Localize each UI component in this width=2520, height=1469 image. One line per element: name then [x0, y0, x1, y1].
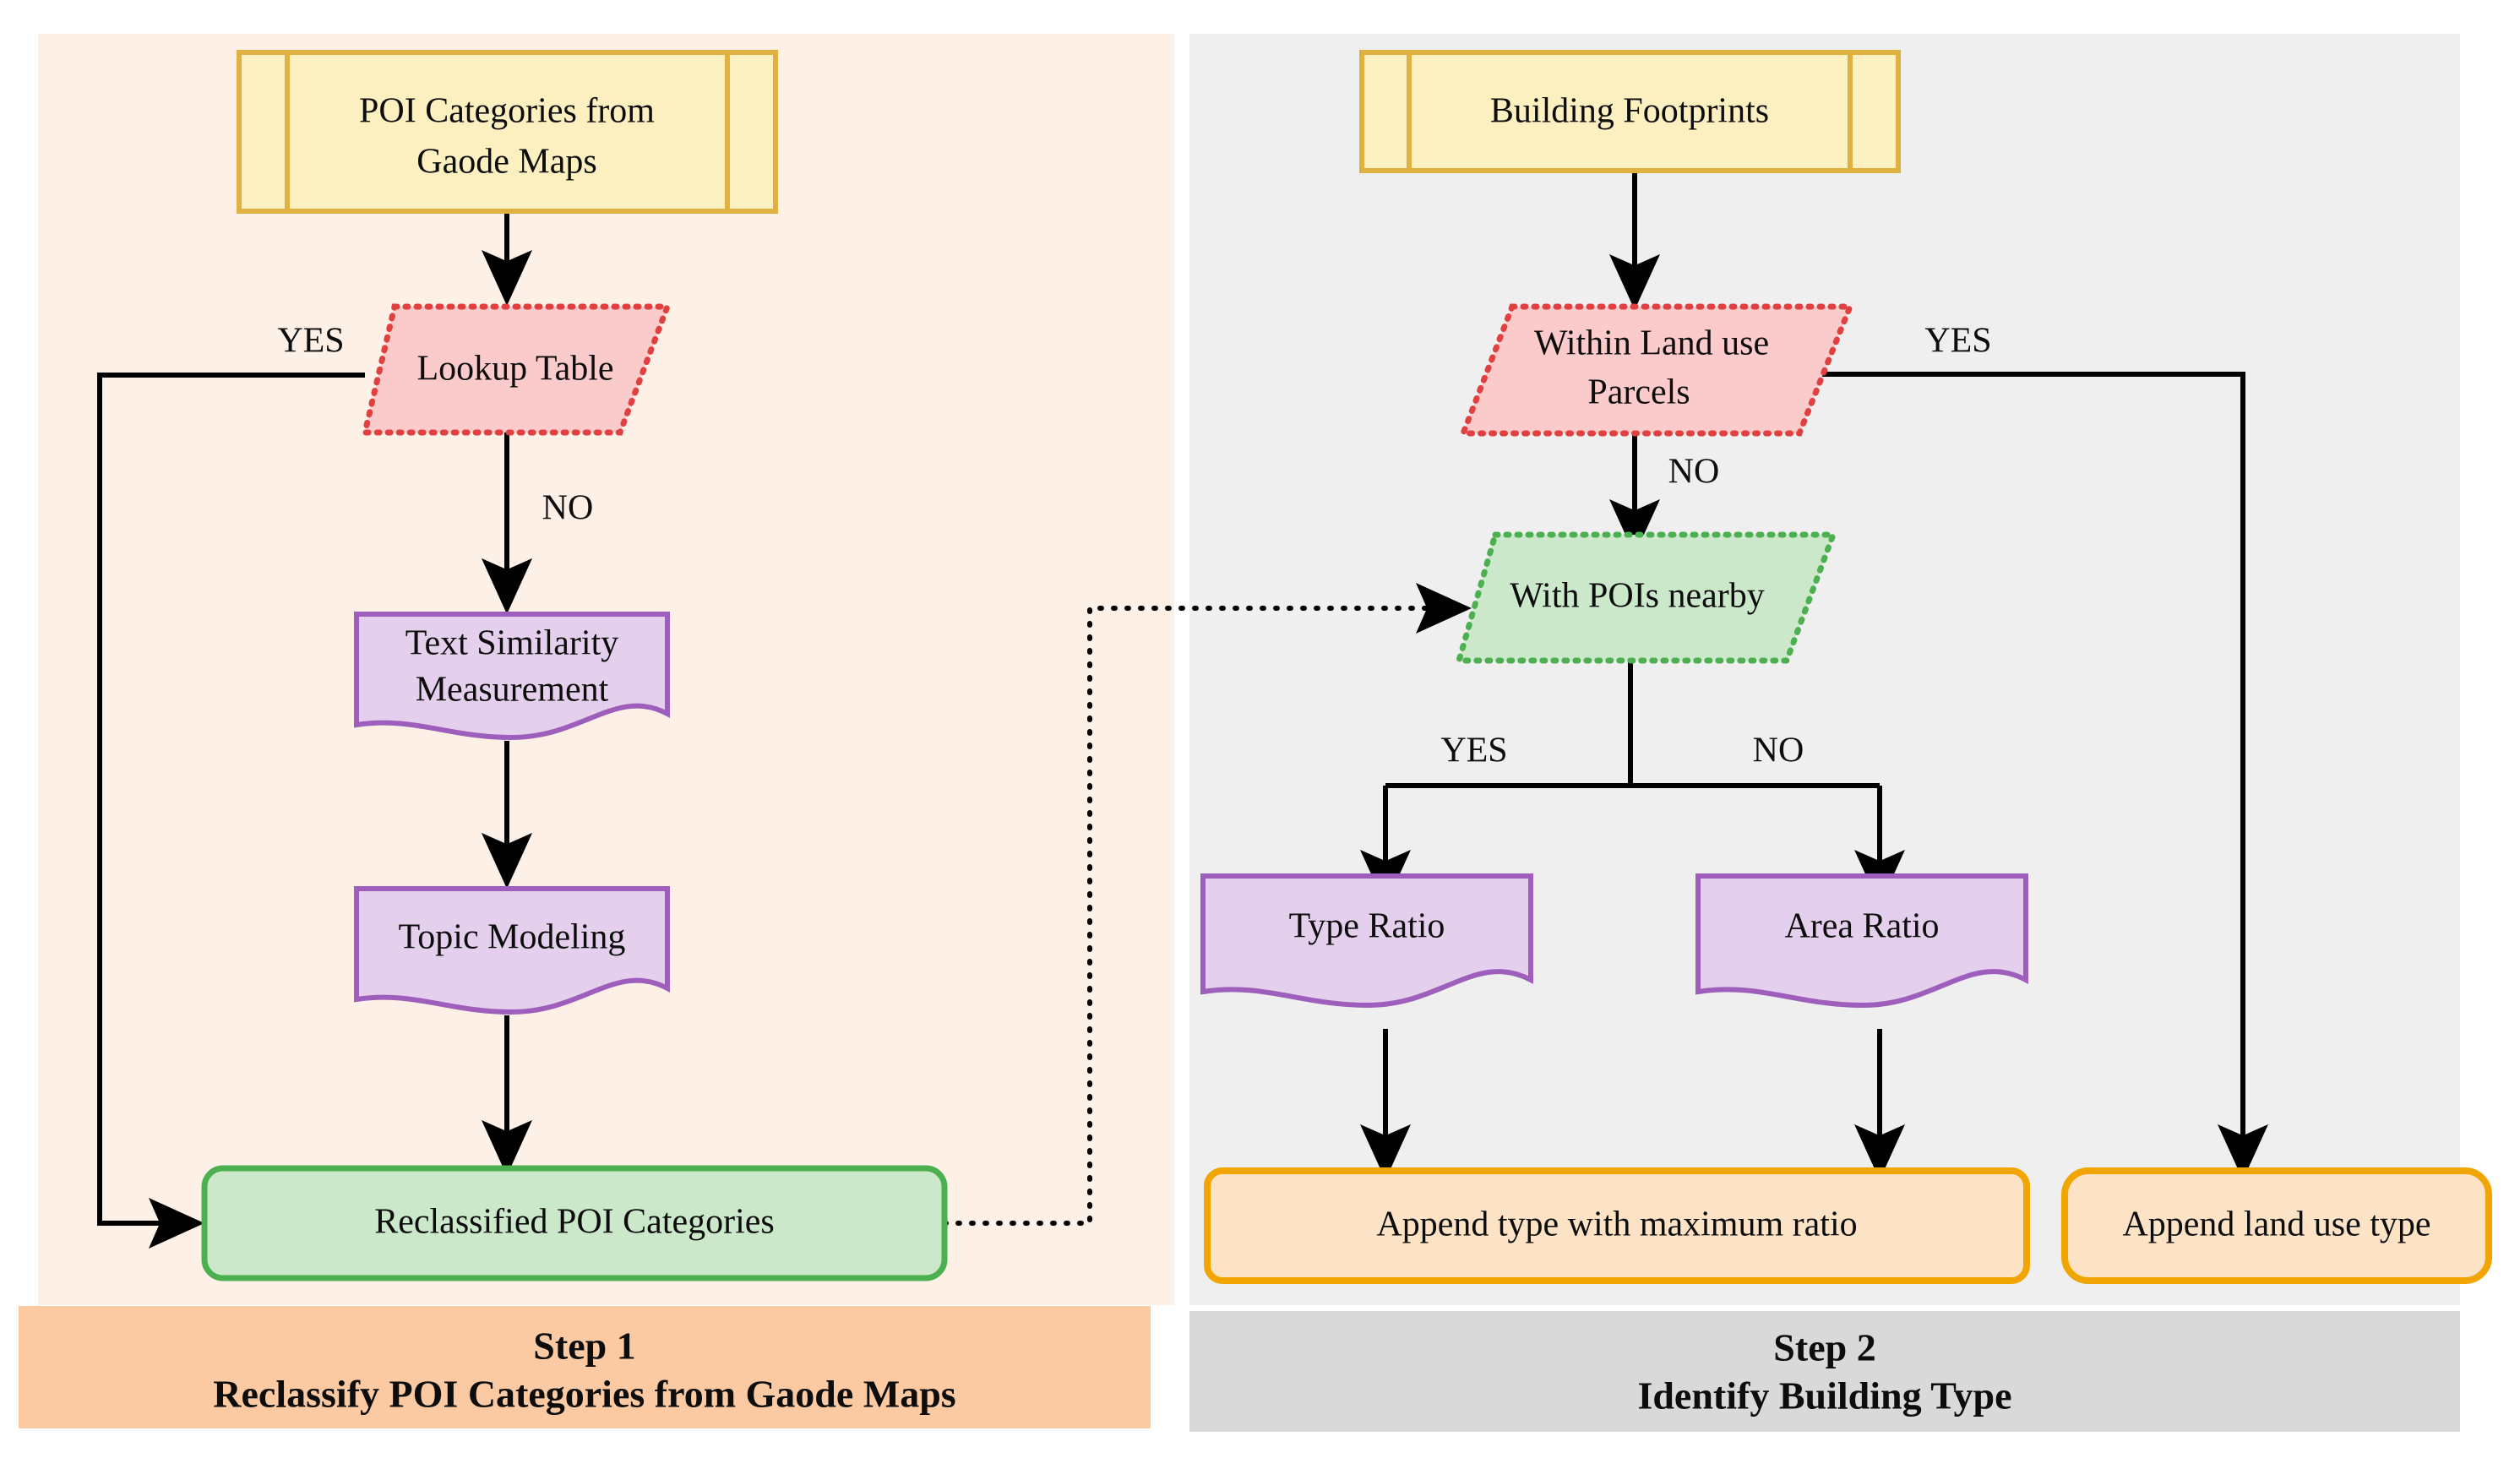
panel-step2-body: [1189, 34, 2460, 1305]
node-type-ratio-label: Type Ratio: [1289, 907, 1445, 946]
node-reclassified-poi[interactable]: Reclassified POI Categories: [201, 1165, 948, 1281]
node-with-pois-nearby-shape: [1455, 531, 1838, 664]
node-append-max-ratio[interactable]: Append type with maximum ratio: [1204, 1167, 2030, 1284]
node-append-land-use-shape: [2061, 1167, 2492, 1284]
node-within-land-use-shape: [1458, 303, 1855, 437]
node-lookup-table-shape: [361, 303, 672, 436]
node-reclassified-poi-shape: [201, 1165, 948, 1281]
panel-step2-footer: [1189, 1311, 2460, 1432]
panel-step1-footer: [19, 1306, 1151, 1428]
edge-label-pois-yes: YES: [1440, 732, 1507, 770]
node-within-land-use[interactable]: Within Land use Parcels: [1458, 303, 1855, 437]
node-type-ratio-shape: [1200, 873, 1533, 1009]
node-poi-categories-label-2: Gaode Maps: [416, 143, 596, 182]
node-topic-modeling-label: Topic Modeling: [399, 918, 626, 957]
node-with-pois-nearby-label: With POIs nearby: [1510, 577, 1765, 616]
node-lookup-table-label: Lookup Table: [416, 350, 613, 389]
node-topic-modeling[interactable]: Topic Modeling: [354, 886, 670, 1015]
edge-label-landuse-yes: YES: [1924, 322, 1991, 361]
panel-step1-footer-title: Step 1: [533, 1325, 635, 1368]
node-building-footprints-label: Building Footprints: [1490, 92, 1769, 131]
panel-step2: Step 2 Identify Building Type: [1189, 34, 2460, 1432]
node-with-pois-nearby[interactable]: With POIs nearby: [1455, 531, 1838, 664]
node-text-similarity-shape: [354, 612, 670, 741]
node-append-max-ratio-label: Append type with maximum ratio: [1376, 1205, 1857, 1244]
node-text-similarity-label-2: Measurement: [416, 671, 609, 710]
node-append-land-use[interactable]: Append land use type: [2061, 1167, 2492, 1284]
edge-label-pois-no: NO: [1753, 732, 1804, 770]
node-poi-categories-body: [237, 50, 778, 214]
node-area-ratio-shape: [1695, 873, 2028, 1009]
panel-step1-footer-subtitle: Reclassify POI Categories from Gaode Map…: [213, 1373, 955, 1416]
node-topic-modeling-shape: [354, 886, 670, 1015]
node-type-ratio[interactable]: Type Ratio: [1200, 873, 1533, 1009]
edge-label-landuse-no: NO: [1668, 453, 1720, 492]
node-area-ratio[interactable]: Area Ratio: [1695, 873, 2028, 1009]
panel-step2-footer-title: Step 2: [1773, 1326, 1875, 1369]
node-text-similarity[interactable]: Text Similarity Measurement: [354, 612, 670, 741]
node-building-footprints-body: [1359, 50, 1901, 173]
panel-step1: Step 1 Reclassify POI Categories from Ga…: [19, 34, 1174, 1428]
node-append-max-ratio-shape: [1204, 1167, 2030, 1284]
node-lookup-table[interactable]: Lookup Table: [361, 303, 672, 436]
node-building-footprints[interactable]: Building Footprints: [1359, 50, 1901, 173]
edge-lookup-yes: [97, 373, 365, 1249]
panel-step2-footer-subtitle: Identify Building Type: [1637, 1374, 2011, 1417]
node-poi-categories-label-1: POI Categories from: [359, 92, 655, 131]
edge-reclassified-to-pois-dotted: [942, 583, 1472, 1226]
node-append-land-use-label: Append land use type: [2122, 1205, 2430, 1244]
node-poi-categories[interactable]: POI Categories from Gaode Maps: [237, 50, 778, 214]
edge-landuse-yes: [1799, 372, 2268, 1180]
node-within-land-use-label-1: Within Land use: [1534, 324, 1769, 363]
edge-label-lookup-no: NO: [542, 489, 594, 528]
node-text-similarity-label-1: Text Similarity: [405, 624, 619, 663]
edge-label-lookup-yes: YES: [277, 322, 344, 361]
node-reclassified-poi-label: Reclassified POI Categories: [374, 1203, 775, 1242]
node-within-land-use-label-2: Parcels: [1587, 373, 1690, 412]
node-area-ratio-label: Area Ratio: [1784, 907, 1939, 946]
